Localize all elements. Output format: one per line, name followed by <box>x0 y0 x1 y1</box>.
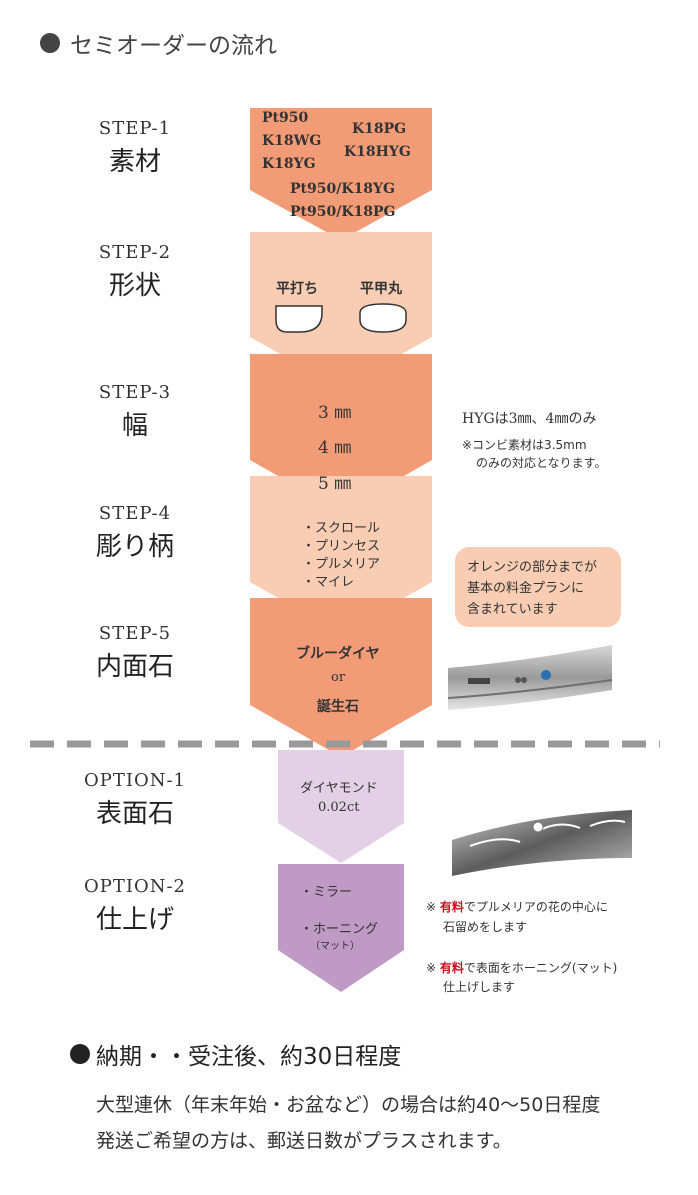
inner-stone-birthstone: 誕生石 <box>317 699 359 715</box>
page-title-text: セミオーダーの流れ <box>70 33 277 59</box>
shape-rounded-label: 平甲丸 <box>360 281 402 297</box>
bullet-icon <box>70 1044 90 1064</box>
option-note-2: ※ 有料で表面をホーニング(マット) <box>426 959 617 976</box>
option-2-name: 仕上げ <box>95 905 174 935</box>
step-2-name: 形状 <box>108 271 161 301</box>
step-4-arrow <box>250 476 432 634</box>
option-2-matte: （マット） <box>310 941 360 952</box>
step-3-label: STEP-3 幅 <box>30 382 240 442</box>
step-4-label: STEP-4 彫り柄 <box>30 503 240 563</box>
option-note-1-text: でプルメリアの花の中心に <box>463 900 608 914</box>
inner-stone-or: or <box>331 670 346 685</box>
step-4-number: STEP-4 <box>98 503 172 524</box>
base-plan-legend: オレンジの部分までが 基本の料金プランに 含まれています <box>455 547 621 627</box>
option-1-carat: 0.02ct <box>318 800 360 815</box>
option-2-label: OPTION-2 仕上げ <box>30 876 240 936</box>
step-2-arrow <box>250 232 432 388</box>
option-2-honing: ・ホーニング <box>300 922 379 937</box>
step-5-number: STEP-5 <box>98 623 172 644</box>
option-2-number: OPTION-2 <box>83 876 187 897</box>
step-1-label: STEP-1 素材 <box>30 118 240 178</box>
material-k18hyg: K18HYG <box>344 144 411 160</box>
option-note-2-mark: ※ <box>426 961 437 975</box>
width-3mm: 3 ㎜ <box>318 403 352 423</box>
material-pt950-k18yg: Pt950/K18YG <box>290 181 395 197</box>
delivery-line-2: 発送ご希望の方は、郵送日数がプラスされます。 <box>96 1130 512 1152</box>
material-k18wg: K18WG <box>262 133 322 149</box>
delivery-line-1: 大型連休（年末年始・お盆など）の場合は約40〜50日程度 <box>96 1094 601 1116</box>
legend-line-3: 含まれています <box>467 602 558 617</box>
width-5mm: 5 ㎜ <box>318 474 352 494</box>
bullet-icon <box>40 33 60 53</box>
option-note-1-line2: 石留めをします <box>443 920 528 934</box>
page-title: セミオーダーの流れ <box>40 26 277 60</box>
material-k18yg: K18YG <box>262 156 316 172</box>
option-note-1: ※ 有料でプルメリアの花の中心に <box>426 898 608 915</box>
pattern-list: ・スクロール ・プリンセス ・プルメリア ・マイレ <box>302 520 380 592</box>
option-1-diamond: ダイヤモンド <box>300 781 378 796</box>
inner-stone-blue-diamond: ブルーダイヤ <box>296 646 380 662</box>
legend-line-2: 基本の料金プランに <box>467 581 585 596</box>
option-1-arrow <box>278 750 404 863</box>
option-2-arrow <box>278 864 404 992</box>
option-1-number: OPTION-1 <box>83 770 187 791</box>
option-note-2-paid: 有料 <box>439 961 464 975</box>
delivery-title: 納期・・受注後、約30日程度 <box>70 1037 401 1071</box>
step-5-label: STEP-5 内面石 <box>30 623 240 683</box>
option-note-1-mark: ※ <box>426 900 437 914</box>
flow-diagram <box>30 108 660 992</box>
step-4-name: 彫り柄 <box>95 532 174 562</box>
shape-flat-label: 平打ち <box>276 281 318 297</box>
step-1-number: STEP-1 <box>98 118 172 139</box>
step-1-arrow <box>250 108 432 240</box>
rounded-shape-icon <box>359 303 407 333</box>
step-3-name: 幅 <box>121 411 148 441</box>
legend-line-1: オレンジの部分までが <box>467 560 598 575</box>
material-pt950: Pt950 <box>262 110 309 126</box>
pattern-princess: ・プリンセス <box>302 539 381 554</box>
width-note-sub2: のみの対応となります。 <box>476 456 607 470</box>
step-5-name: 内面石 <box>95 652 174 682</box>
option-note-1-paid: 有料 <box>439 900 464 914</box>
step-3-arrow <box>250 354 432 512</box>
width-note-sub1: ※コンビ素材は3.5mm <box>462 438 587 452</box>
width-note-main: HYGは3㎜、4㎜のみ <box>462 411 597 427</box>
step-5-arrow <box>250 598 432 757</box>
engraved-ring-image <box>452 810 632 876</box>
pattern-maile: ・マイレ <box>302 575 355 590</box>
material-k18pg: K18PG <box>352 121 407 137</box>
material-pt950-k18pg: Pt950/K18PG <box>290 204 396 220</box>
pattern-scroll: ・スクロール <box>302 521 381 536</box>
step-2-number: STEP-2 <box>98 242 172 263</box>
pattern-plumeria: ・プルメリア <box>302 557 381 572</box>
width-4mm: 4 ㎜ <box>318 438 352 458</box>
option-note-2-line2: 仕上げします <box>443 980 516 994</box>
flat-shape-icon <box>275 305 323 333</box>
step-1-name: 素材 <box>108 147 161 177</box>
step-2-label: STEP-2 形状 <box>30 242 240 302</box>
step-3-number: STEP-3 <box>98 382 172 403</box>
option-note-2-text: で表面をホーニング(マット) <box>463 961 618 975</box>
option-2-mirror: ・ミラー <box>300 885 353 900</box>
delivery-title-text: 納期・・受注後、約30日程度 <box>96 1044 402 1070</box>
option-1-label: OPTION-1 表面石 <box>30 770 240 830</box>
option-1-name: 表面石 <box>95 799 174 829</box>
inner-stone-ring-image <box>447 645 613 710</box>
